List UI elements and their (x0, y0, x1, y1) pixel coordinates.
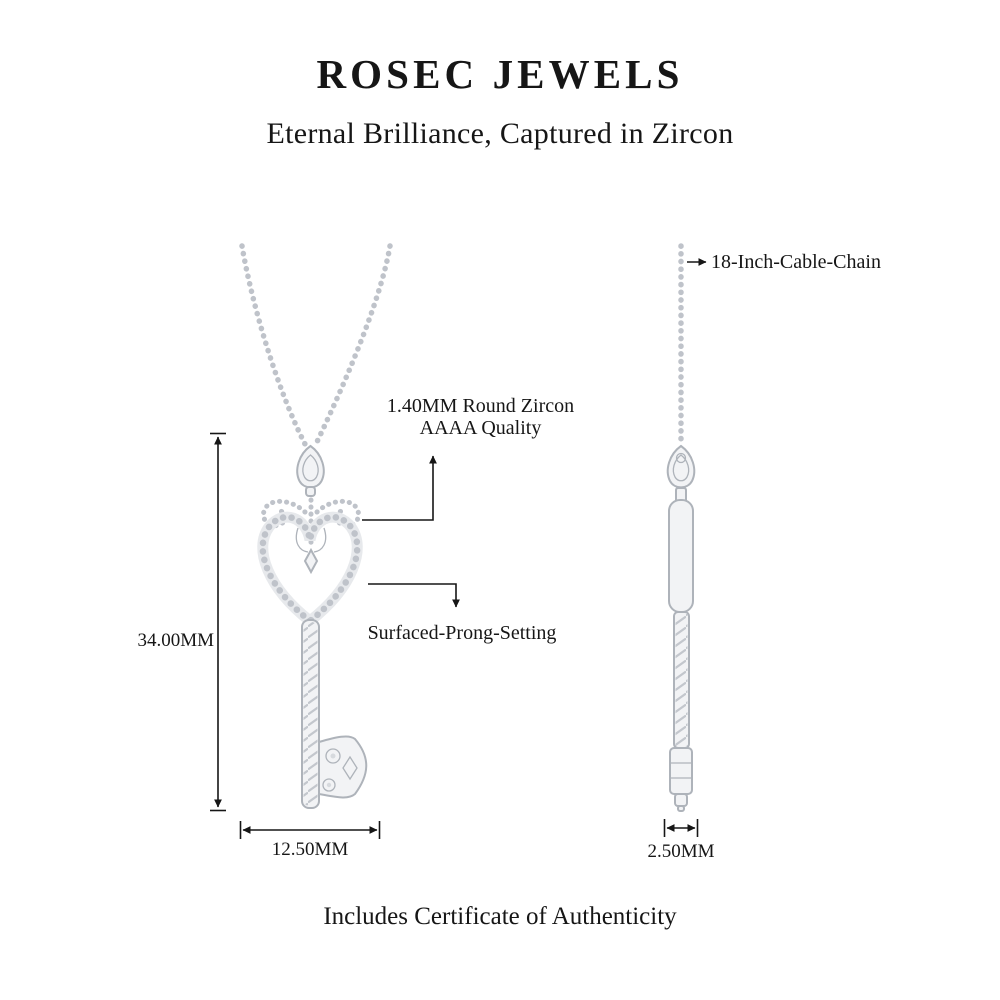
setting-callout: Surfaced-Prong-Setting (367, 622, 557, 644)
heart-blade-side (668, 499, 694, 613)
key-stem-front (301, 619, 320, 809)
width-dimension-line (239, 821, 381, 839)
key-bit-side (669, 747, 693, 812)
height-dimension-label: 34.00MM (137, 630, 214, 651)
depth-dimension-line (663, 819, 699, 837)
stone-callout-arrow (362, 455, 437, 521)
bail-front (296, 444, 325, 497)
chain-callout: 18-Inch-Cable-Chain (711, 251, 881, 273)
heart-stone-frame (257, 511, 363, 628)
height-dimension-line (210, 432, 226, 812)
pendant-front-view (257, 444, 368, 809)
key-stem-side (673, 611, 690, 749)
width-dimension-label: 12.50MM (271, 839, 349, 860)
stone-size-label: 1.40MM Round Zircon (386, 395, 575, 417)
necklace-chain-front (239, 243, 393, 449)
stone-callout: 1.40MM Round Zircon AAAA Quality (368, 395, 593, 439)
bail-side (666, 444, 696, 489)
stone-quality-label: AAAA Quality (419, 417, 542, 439)
setting-callout-arrow (368, 583, 460, 608)
pendant-side-view (666, 444, 696, 812)
depth-dimension-label: 2.50MM (647, 841, 715, 862)
certificate-note: Includes Certificate of Authenticity (323, 903, 677, 930)
key-bit-front (318, 735, 368, 799)
brand-tagline: Eternal Brilliance, Captured in Zircon (266, 117, 734, 150)
brand-title: ROSEC JEWELS (316, 51, 684, 97)
